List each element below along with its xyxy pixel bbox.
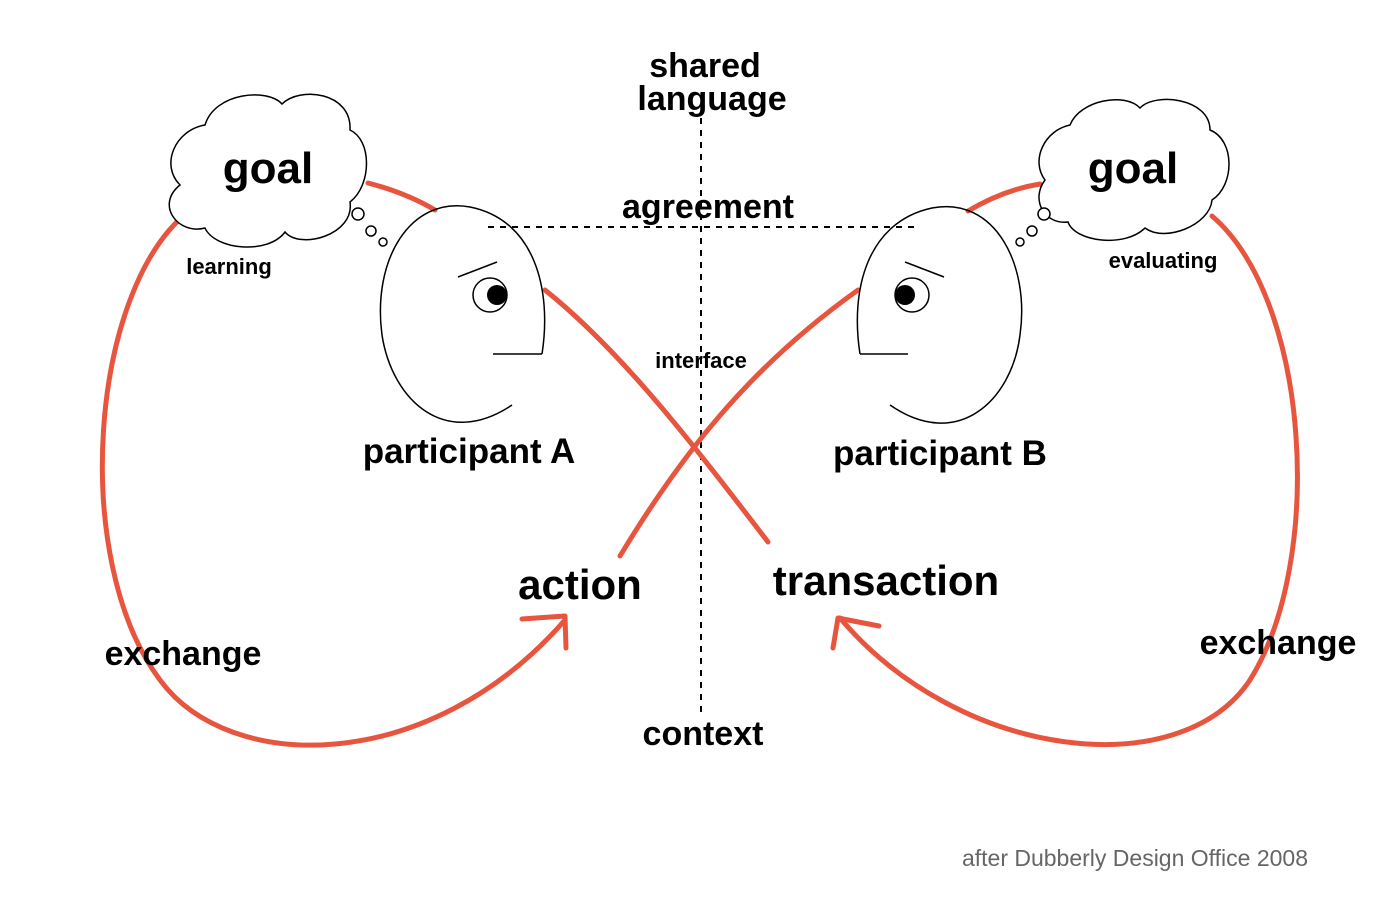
evaluating-label: evaluating: [1109, 248, 1218, 273]
left-loop-top: [365, 180, 438, 213]
transaction-label: transaction: [773, 557, 999, 604]
shared-language-label-line1: shared: [649, 47, 761, 85]
right-exchange-loop: [837, 213, 1300, 747]
goal-cloud-b: [1015, 98, 1230, 247]
participant-b-head: [856, 205, 1023, 424]
eyebrow-a: [457, 261, 498, 278]
cloud-a-outline: [168, 93, 368, 248]
head-b-outline: [856, 205, 1023, 424]
participant-a-head: [379, 205, 546, 423]
action-label: action: [518, 561, 642, 608]
thought-bubble: [365, 225, 377, 237]
pupil-a: [487, 285, 507, 305]
right-loop-top: [965, 181, 1043, 214]
exchange-left-label: exchange: [105, 635, 262, 673]
agreement-label: agreement: [622, 188, 794, 226]
context-label: context: [643, 715, 764, 753]
goal-cloud-a: [168, 93, 388, 248]
cross-line-a-to-transaction: [542, 287, 771, 545]
transaction-arrowhead: [830, 615, 882, 651]
goal-a-label: goal: [223, 144, 313, 193]
cloud-b-outline: [1038, 98, 1230, 242]
thought-bubble: [1037, 207, 1051, 221]
credit-text: after Dubberly Design Office 2008: [962, 845, 1308, 871]
thought-bubble: [351, 207, 365, 221]
pupil-b: [895, 285, 915, 305]
thought-bubble: [378, 237, 388, 247]
thought-bubble: [1026, 225, 1038, 237]
shared-language-label-line2: language: [637, 80, 786, 118]
head-a-outline: [379, 205, 546, 423]
left-exchange-loop: [99, 209, 568, 748]
goal-b-label: goal: [1088, 144, 1178, 193]
thought-bubble: [1015, 237, 1025, 247]
action-arrowhead: [519, 613, 569, 651]
interface-label: interface: [655, 348, 747, 373]
participant-a-label: participant A: [363, 432, 576, 471]
participant-b-label: participant B: [833, 434, 1047, 473]
loops: [99, 180, 1300, 748]
eyebrow-b: [904, 261, 945, 278]
cross-line-b-to-action: [617, 287, 861, 559]
learning-label: learning: [186, 254, 272, 279]
exchange-right-label: exchange: [1200, 624, 1357, 662]
